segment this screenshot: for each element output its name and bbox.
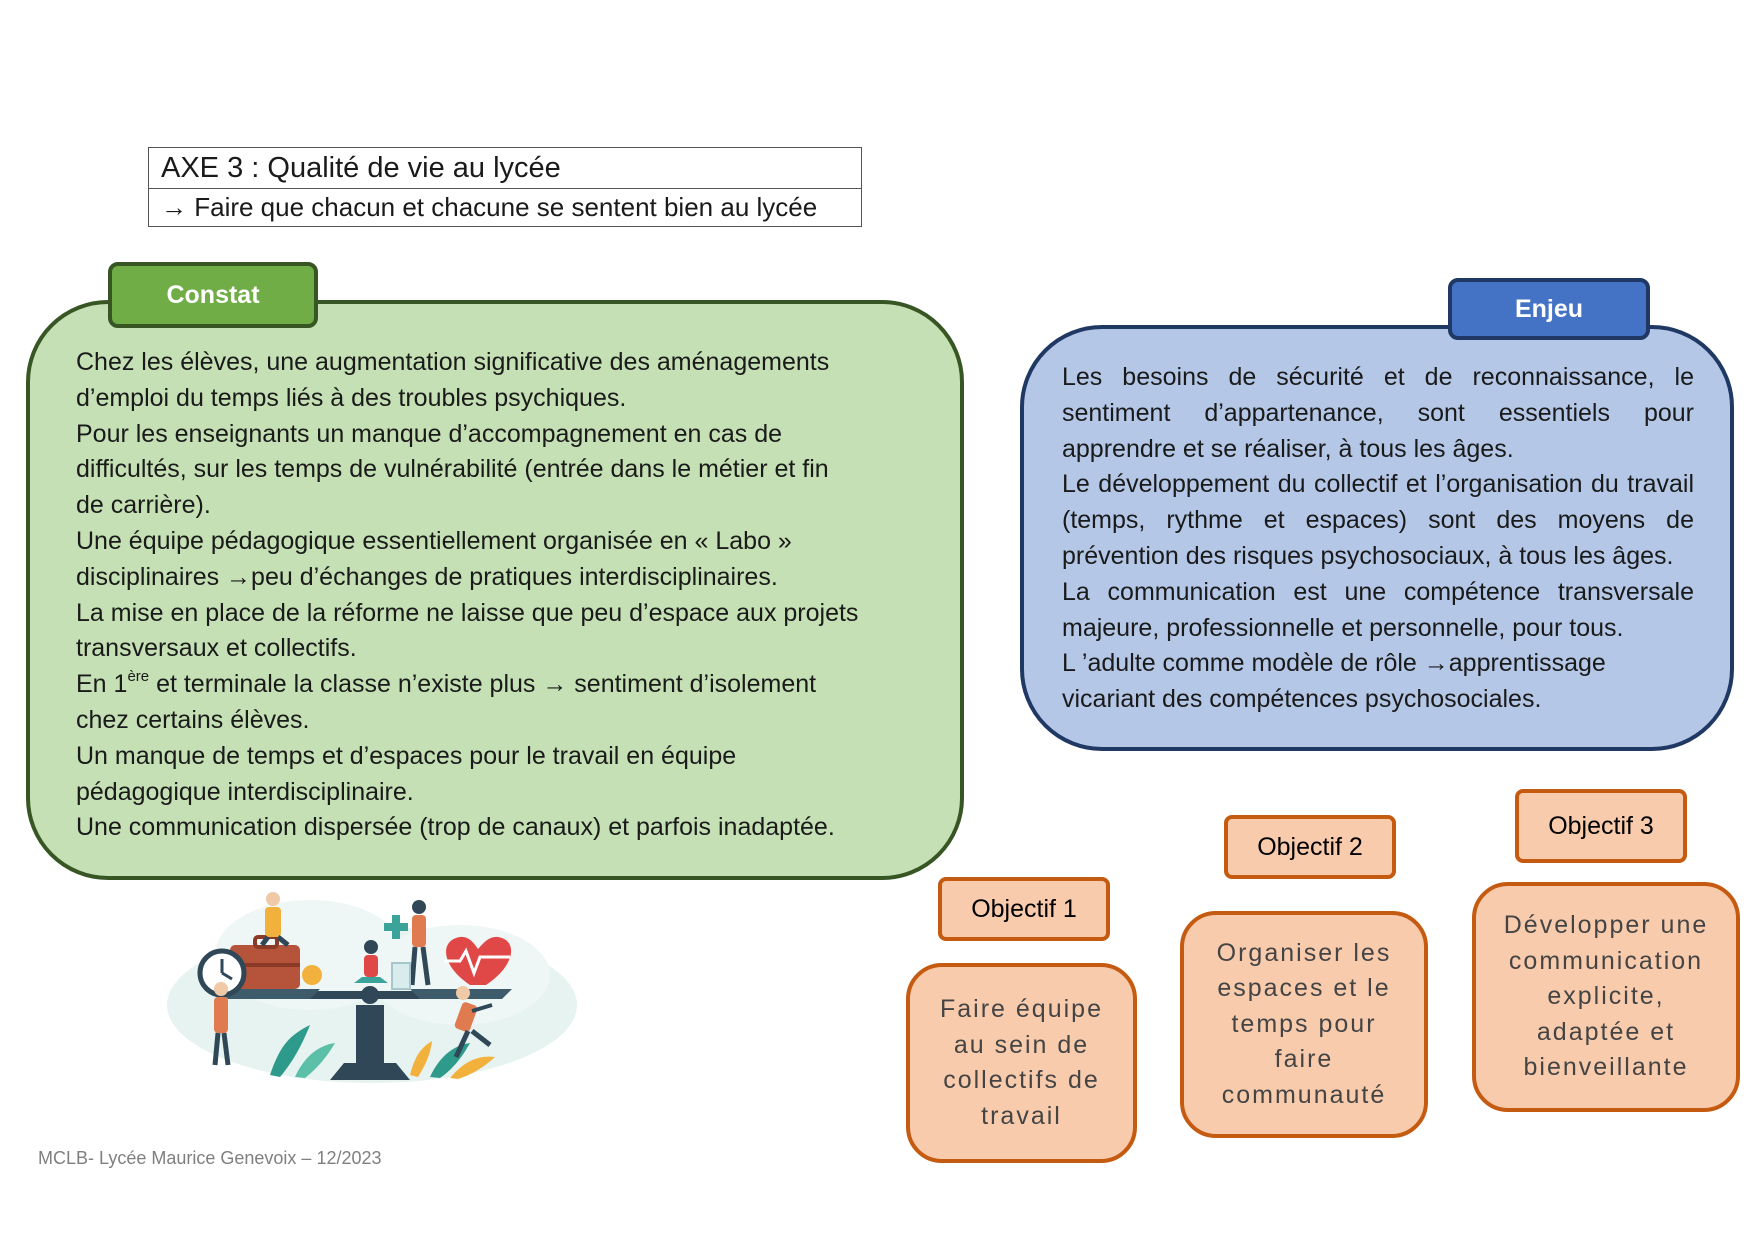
objectif-2-label: Objectif 2 [1224,815,1396,879]
constat-line: Pour les enseignants un manque d’accompa… [76,419,783,448]
objectif-2-box: Organiser les espaces et le temps pour f… [1180,911,1428,1138]
constat-en-sup: ère [127,667,150,685]
work-life-balance-illustration [167,892,577,1083]
axis-header: AXE 3 : Qualité de vie au lycée → Faire … [148,147,862,227]
enjeu-tag: Enjeu [1448,278,1650,340]
constat-en-prefix: En 1 [76,670,128,699]
constat-line: Chez les élèves, une augmentation signif… [76,348,830,376]
enjeu-paragraph: L ’adulte comme modèle de rôle →apprenti… [1062,649,1606,714]
constat-line: Un manque de temps et d’espaces pour le … [76,741,737,770]
footer-credit: MCLB- Lycée Maurice Genevoix – 12/2023 [38,1148,382,1168]
constat-tag: Constat [108,262,318,328]
objectif-1-box: Faire équipe au sein de collectifs de tr… [906,963,1137,1163]
objectif-1-label: Objectif 1 [938,877,1110,941]
constat-line-en: En 1ère et terminale la classe n’existe … [76,667,900,703]
enjeu-box: Les besoins de sécurité et de reconnaiss… [1020,325,1734,751]
axis-subtitle: → Faire que chacun et chacune se sentent… [149,188,861,226]
enjeu-paragraph: La communication est une compétence tran… [1062,577,1694,642]
objectif-3-box: Développer une communication explicite, … [1472,882,1740,1112]
objectif-1-text: Faire équipe au sein de collectifs de tr… [940,995,1103,1130]
objectif-3-text: Développer une communication explicite, … [1503,911,1709,1082]
constat-line: de carrière). [76,491,211,520]
constat-line: d’emploi du temps liés à des troubles ps… [76,383,627,412]
constat-box: Chez les élèves, une augmentation signif… [26,300,964,880]
axis-title: AXE 3 : Qualité de vie au lycée [161,152,561,184]
constat-line: chez certains élèves. [76,705,310,734]
constat-en-rest: et terminale la classe n’existe plus → s… [149,670,817,699]
objectif-3-label: Objectif 3 [1515,789,1687,863]
constat-line: pédagogique interdisciplinaire. [76,777,414,806]
constat-line: difficultés, sur les temps de vulnérabil… [76,455,829,484]
constat-line: La mise en place de la réforme ne laisse… [76,598,859,627]
constat-line: Une équipe pédagogique essentiellement o… [76,526,792,555]
constat-line: transversaux et collectifs. [76,634,357,663]
enjeu-paragraph: Le développement du collectif et l’organ… [1062,470,1694,570]
constat-line: Une communication dispersée (trop de can… [76,813,835,842]
objectif-2-text: Organiser les espaces et le temps pour f… [1216,938,1392,1109]
enjeu-paragraph: Les besoins de sécurité et de reconnaiss… [1062,363,1694,463]
constat-line: disciplinaires →peu d’échanges de pratiq… [76,562,778,591]
